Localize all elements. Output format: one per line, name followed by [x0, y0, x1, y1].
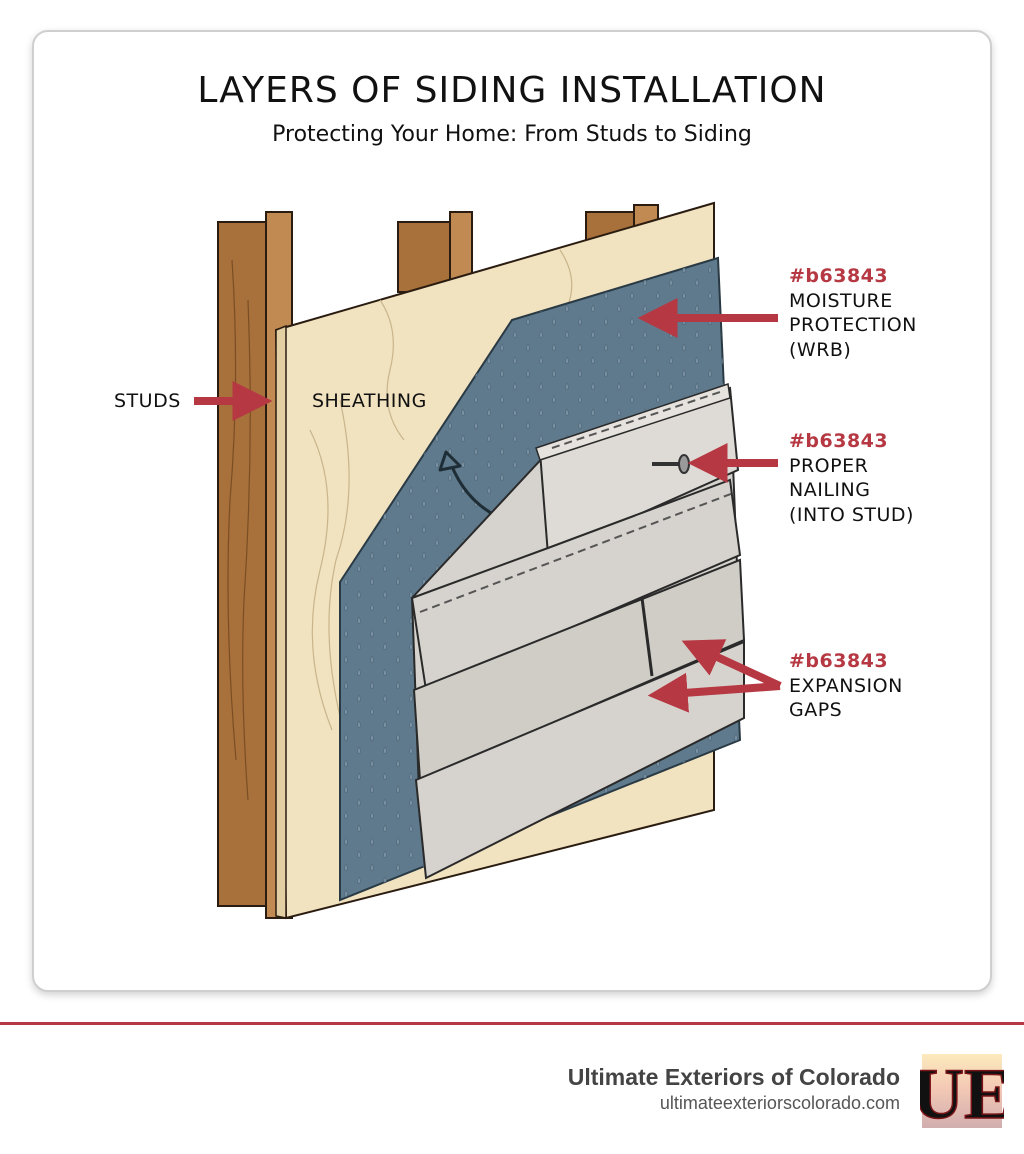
expansion-hex-code: #b63843 [789, 650, 889, 672]
diagram-title: LAYERS OF SIDING INSTALLATION [197, 70, 827, 111]
nailing-hex-code: #b63843 [789, 430, 889, 452]
nailing-line-2: NAILING [789, 479, 871, 501]
proper-nailing-label: #b63843 PROPER NAILING (INTO STUD) [789, 429, 914, 527]
moisture-line-1: MOISTURE [789, 289, 893, 312]
company-name: Ultimate Exteriors of Colorado [567, 1064, 900, 1090]
sheathing-label: SHEATHING [312, 390, 427, 412]
svg-text:UE: UE [920, 1054, 1004, 1132]
expansion-line-1: EXPANSION [789, 674, 903, 697]
expansion-arrow-upper [681, 639, 782, 690]
expansion-gaps-label: #b63843 EXPANSION GAPS [789, 649, 903, 723]
expansion-arrow-lower [647, 672, 781, 713]
nailing-line-3: (INTO STUD) [789, 503, 914, 526]
moisture-hex-code: #b63843 [789, 265, 889, 287]
moisture-line-3: (WRB) [789, 338, 852, 361]
siding-layers-illustration [194, 201, 782, 920]
moisture-protection-label: #b63843 MOISTURE PROTECTION (WRB) [789, 264, 917, 362]
company-logo: UE [920, 1053, 1004, 1132]
moisture-line-2: PROTECTION [789, 314, 917, 336]
company-block: Ultimate Exteriors of Colorado ultimatee… [568, 1064, 900, 1114]
nailing-line-1: PROPER [789, 454, 869, 477]
expansion-line-2: GAPS [789, 699, 843, 721]
footer-divider [0, 1022, 1024, 1025]
company-url: ultimateexteriorscolorado.com [659, 1093, 900, 1113]
studs-label: STUDS [114, 390, 181, 412]
diagram-subtitle: Protecting Your Home: From Studs to Sidi… [272, 122, 752, 147]
